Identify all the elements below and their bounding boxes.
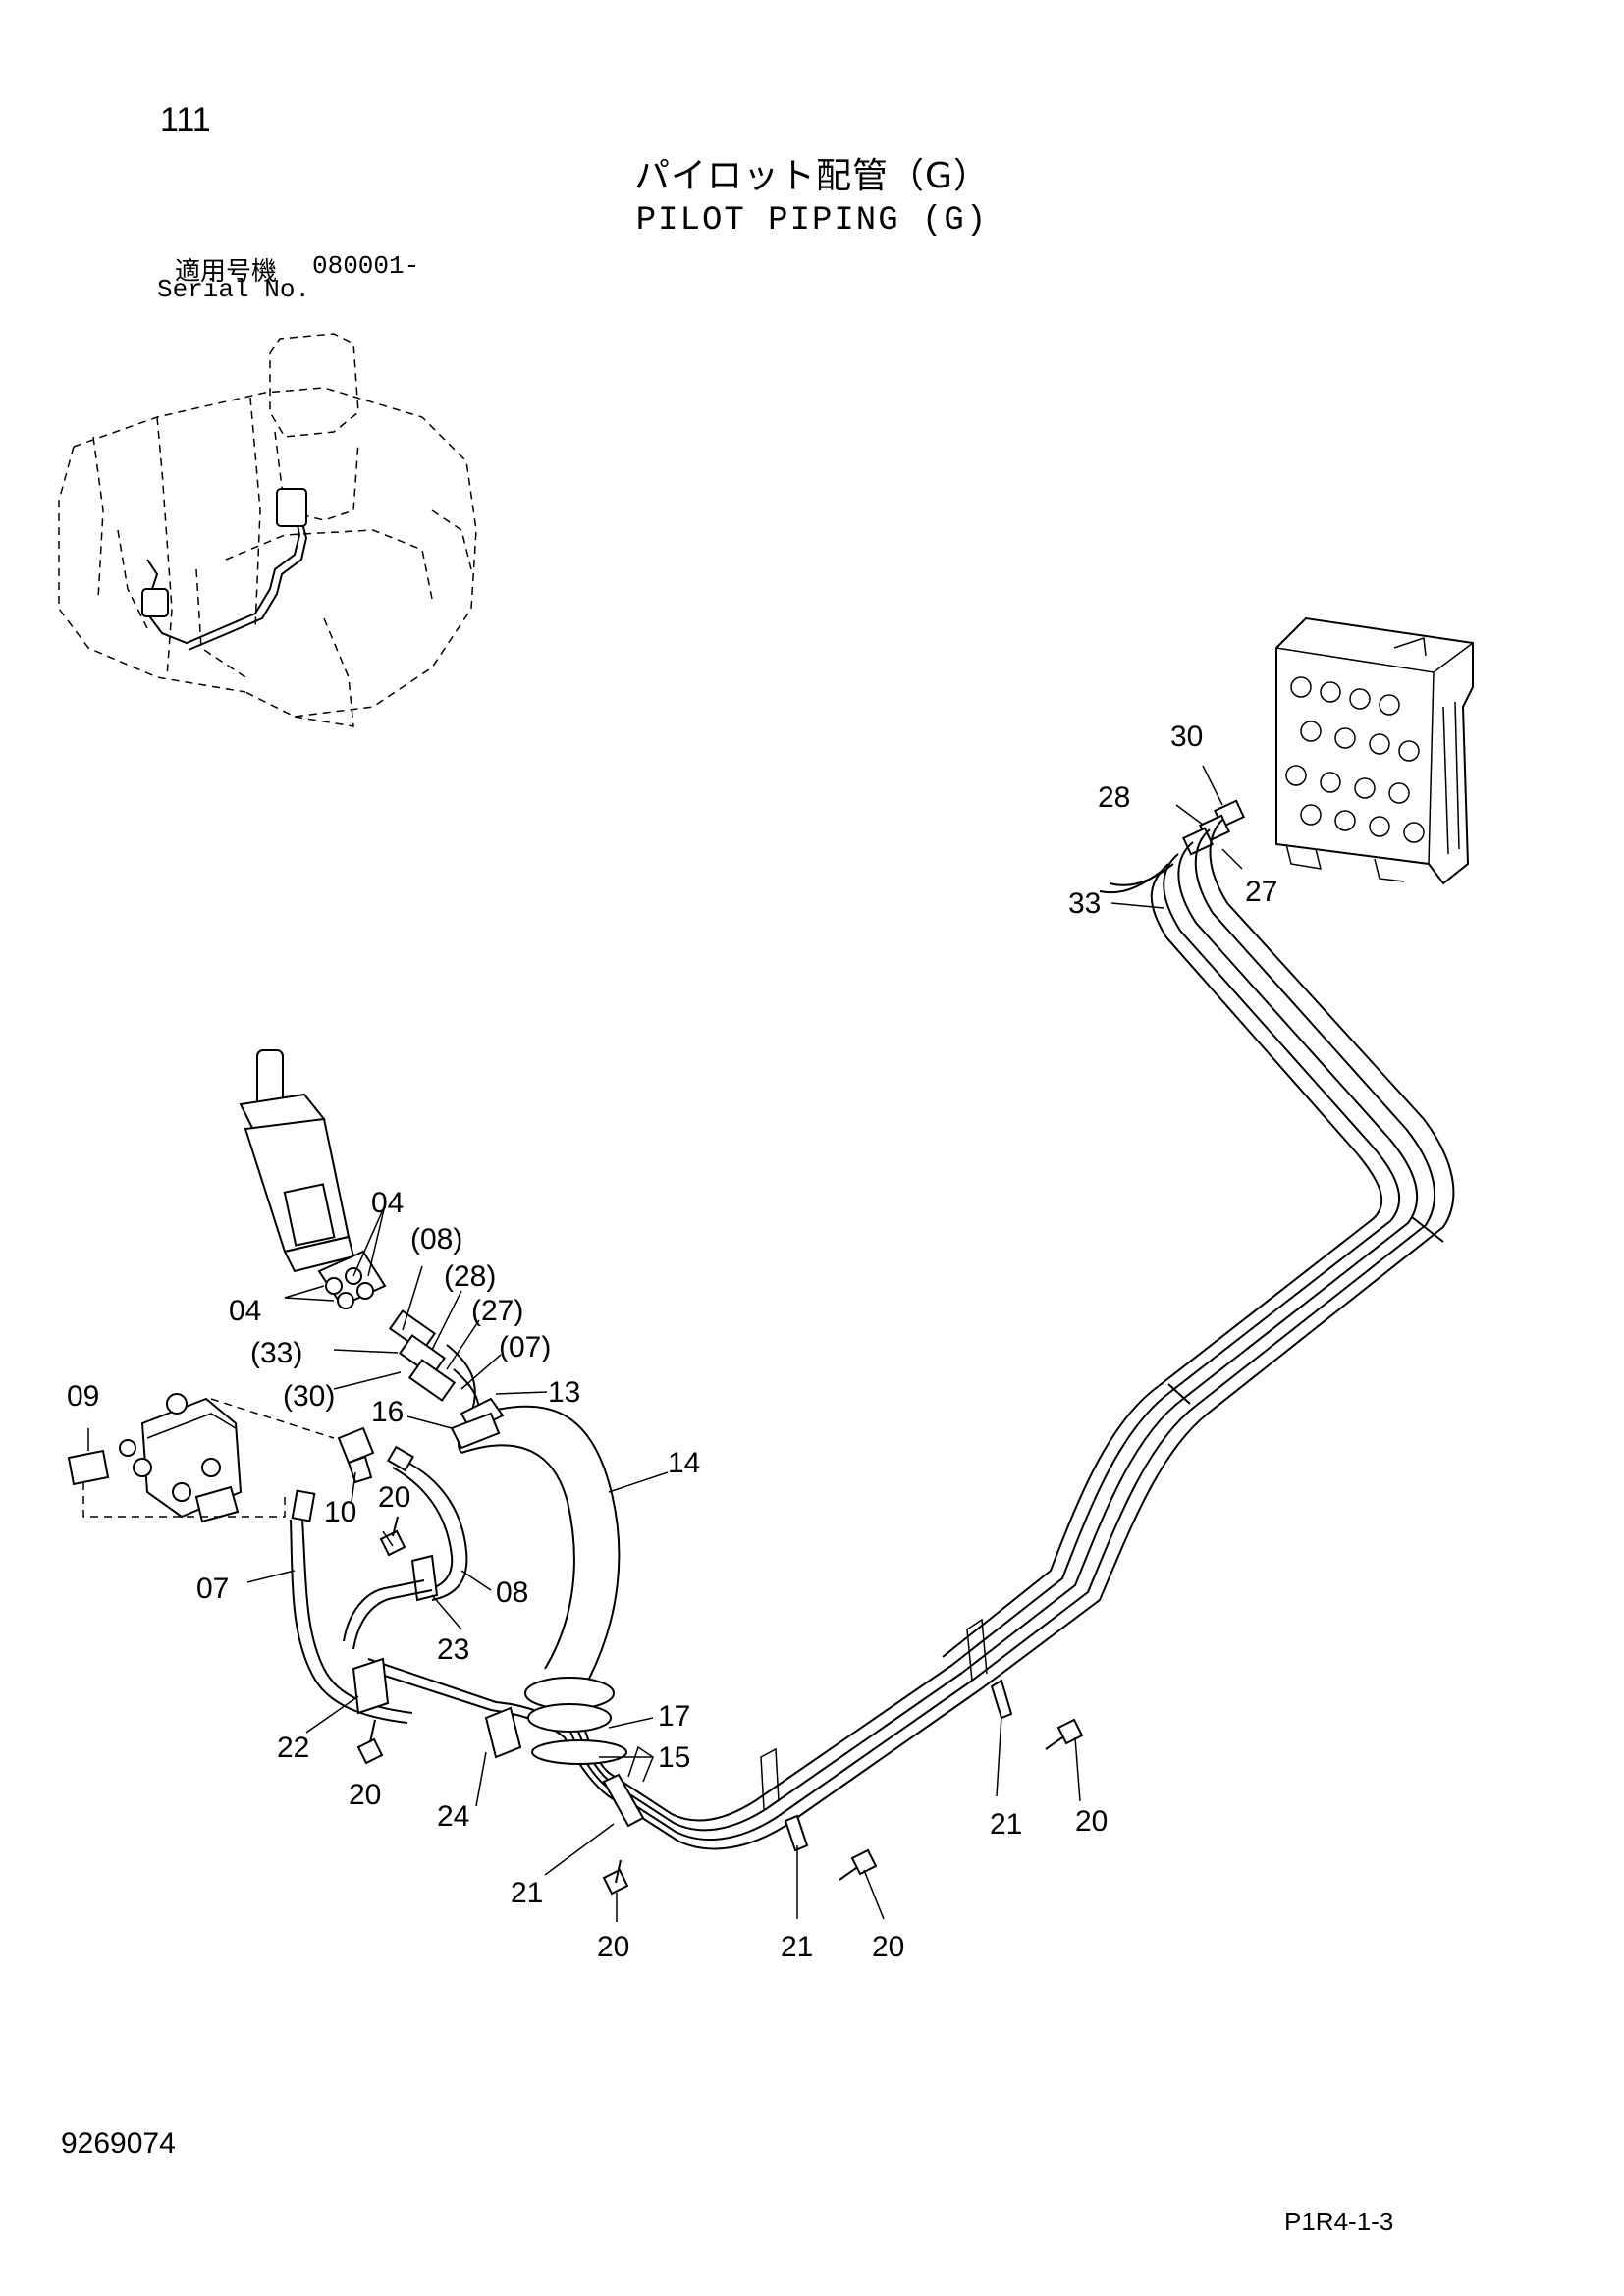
callout-20-d: 20 <box>872 1931 904 1963</box>
callout-08: 08 <box>496 1576 528 1609</box>
callout-07: 07 <box>196 1573 229 1605</box>
hose-fittings-valve-end <box>1181 799 1246 856</box>
callout-28: 28 <box>1098 781 1130 814</box>
clamp-bolts <box>356 1516 1084 1896</box>
machine-overview-inset <box>58 333 477 727</box>
serial-number-value: 080001- <box>312 251 420 281</box>
callout-21-b: 21 <box>781 1931 813 1963</box>
callout-30-ref: (30) <box>283 1380 335 1413</box>
pilot-valve-assembly <box>239 1049 387 1309</box>
callout-22: 22 <box>277 1732 309 1764</box>
callout-04-lower: 04 <box>229 1295 261 1327</box>
hose-08 <box>343 1445 468 1650</box>
callout-04-upper: 04 <box>371 1187 404 1219</box>
serial-label-japanese: 適用号機 <box>175 257 278 287</box>
callout-20-a: 20 <box>378 1481 410 1514</box>
callout-27: 27 <box>1245 876 1277 908</box>
hose-bands <box>450 1397 627 1765</box>
large-hose <box>457 1405 621 1733</box>
callout-20-b: 20 <box>349 1779 381 1811</box>
hose-clamps <box>602 1618 1013 1852</box>
callout-07-ref: (07) <box>499 1331 551 1363</box>
callout-08-ref: (08) <box>410 1223 462 1255</box>
callout-20-e: 20 <box>1075 1805 1108 1838</box>
swivel-elbow-fitting <box>337 1426 375 1484</box>
callout-10: 10 <box>324 1496 356 1528</box>
callout-23: 23 <box>437 1633 469 1666</box>
callout-15: 15 <box>658 1741 690 1774</box>
document-number: 9269074 <box>61 2127 176 2160</box>
title-english: PILOT PIPING (G) <box>635 202 989 240</box>
page-number: 111 <box>160 101 211 138</box>
callout-17: 17 <box>658 1700 690 1733</box>
callout-21-c: 21 <box>990 1808 1022 1841</box>
pilot-hose-bundle-upper <box>1099 863 1174 894</box>
hose-07 <box>290 1489 413 1724</box>
callout-14: 14 <box>668 1447 700 1479</box>
serial-label-english: Serial No. <box>157 275 311 304</box>
callout-16: 16 <box>371 1396 404 1428</box>
shuttle-valve <box>67 1393 335 1523</box>
callout-13: 13 <box>548 1376 580 1409</box>
callout-27-ref: (27) <box>471 1295 523 1327</box>
callout-33-ref: (33) <box>250 1337 302 1369</box>
callout-28-ref: (28) <box>444 1260 496 1293</box>
callout-33: 33 <box>1068 887 1101 920</box>
callout-21-a: 21 <box>511 1877 543 1909</box>
callout-24: 24 <box>437 1800 469 1833</box>
leader-lines <box>87 765 1243 1922</box>
callout-30: 30 <box>1170 721 1203 753</box>
control-valve-block <box>1275 616 1474 885</box>
callout-20-c: 20 <box>597 1931 629 1963</box>
callout-09: 09 <box>67 1380 99 1413</box>
page-code: P1R4-1-3 <box>1284 2207 1394 2236</box>
callout-labels: 30 28 27 33 04 04 (08) (28) (27) (07) (3… <box>67 721 1277 1963</box>
title-japanese: パイロット配管（G） <box>634 156 990 196</box>
pilot-valve-fittings <box>388 1309 480 1424</box>
